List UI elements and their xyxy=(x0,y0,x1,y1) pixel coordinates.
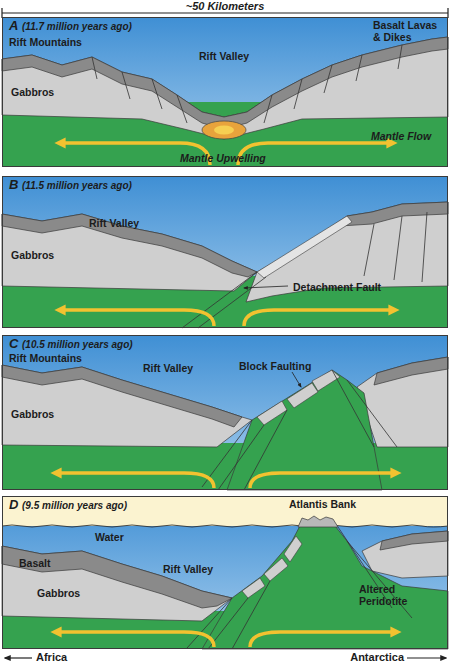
basalt-layer xyxy=(2,214,257,277)
stage-panel: C (10.5 million years ago)Rift MountainsR… xyxy=(2,335,448,490)
direction-arrow xyxy=(5,657,32,658)
feature-label: Block Faulting xyxy=(239,360,311,372)
basalt-layer xyxy=(2,365,242,427)
seawater xyxy=(2,17,448,167)
panel-letter: B xyxy=(9,178,18,192)
fault-block xyxy=(287,383,318,408)
mantle-flow-arrow xyxy=(250,473,396,488)
fault-surface xyxy=(257,216,352,278)
panel-b-illustration xyxy=(2,176,448,328)
panel-a-illustration xyxy=(2,17,448,167)
dikes xyxy=(92,45,402,123)
basalt-layer xyxy=(380,531,448,550)
fault-lines xyxy=(182,212,427,328)
basalt-layer xyxy=(2,546,232,608)
panel-letter: A xyxy=(9,19,18,33)
panel-letter: D xyxy=(9,498,18,512)
altered-peridotite xyxy=(202,522,448,649)
gabbro-layer xyxy=(2,214,257,291)
rock-label: Gabbros xyxy=(37,587,80,599)
rock-label: Gabbros xyxy=(11,408,54,420)
fault-block xyxy=(284,536,302,562)
feature-label: Rift Mountains xyxy=(9,36,82,48)
magma-core xyxy=(214,126,234,135)
magma-chamber xyxy=(202,121,246,139)
age-label: (10.5 million years ago) xyxy=(22,339,133,351)
rock-label: Altered Peridotite xyxy=(359,583,423,607)
rock-label: Gabbros xyxy=(11,86,54,98)
panel-d-illustration xyxy=(2,496,448,649)
atlantis-bank-cap xyxy=(298,516,338,527)
direction-arrow xyxy=(407,657,446,658)
mantle-flow-arrow xyxy=(244,310,394,326)
scale-label: ~50 Kilometers xyxy=(0,0,450,12)
basalt-layer xyxy=(374,357,448,385)
panel-letter: C xyxy=(9,337,18,351)
fault-block xyxy=(242,578,265,598)
feature-label: Water xyxy=(95,531,124,543)
rock-label: Gabbros xyxy=(11,249,54,261)
age-label: (9.5 million years ago) xyxy=(22,500,127,512)
sea-surface xyxy=(2,525,448,527)
seawater xyxy=(2,176,448,328)
basalt-layer xyxy=(340,202,448,226)
age-label: (11.7 million years ago) xyxy=(22,21,132,33)
gabbro-layer xyxy=(2,37,448,139)
process-label: Mantle Flow xyxy=(371,130,431,142)
stage-panel: A (11.7 million years ago) Rift MountainsR… xyxy=(2,17,448,167)
fault-block xyxy=(312,370,340,391)
fault-block xyxy=(257,401,287,425)
rock-label: Basalt xyxy=(19,557,51,569)
feature-label: Rift Valley xyxy=(89,217,139,229)
gabbro-layer xyxy=(2,546,232,621)
mantle-flow-arrow xyxy=(60,310,214,326)
process-label: Mantle Upwelling xyxy=(180,152,266,164)
feature-label: Atlantis Bank xyxy=(289,498,356,510)
age-label: (11.5 million years ago) xyxy=(22,180,132,192)
mantle xyxy=(2,443,448,490)
feature-label: Rift Mountains xyxy=(9,352,82,364)
mantle-flow-arrow xyxy=(56,632,214,647)
seawater xyxy=(2,335,448,490)
stage-panel: B (11.5 million years ago) Rift ValleyGabb… xyxy=(2,176,448,328)
mantle-flow-arrow xyxy=(56,473,214,488)
stage-panel: D (9.5 million years ago) Atlantis BankWat… xyxy=(2,496,448,649)
feature-label: Rift Valley xyxy=(199,50,249,62)
feature-label: Rift Valley xyxy=(143,362,193,374)
fault-block xyxy=(264,558,288,581)
leader-line xyxy=(292,372,301,387)
mantle-flow-arrow xyxy=(250,632,396,647)
leader-line xyxy=(244,286,288,288)
direction-label: Africa xyxy=(36,651,67,663)
panel-c-illustration xyxy=(2,335,448,490)
direction-label: Antarctica xyxy=(330,651,404,663)
feature-label: Basalt Lavas & Dikes xyxy=(373,19,447,43)
sky xyxy=(2,496,448,526)
seawater xyxy=(2,496,448,649)
feature-label: Rift Valley xyxy=(163,563,213,575)
feature-label: Detachment Fault xyxy=(293,281,381,293)
fault-lines xyxy=(202,370,397,490)
basalt-layer xyxy=(2,37,448,129)
gabbro-layer xyxy=(246,202,448,302)
gabbro-layer xyxy=(2,365,252,447)
gabbro-layer xyxy=(362,531,448,578)
